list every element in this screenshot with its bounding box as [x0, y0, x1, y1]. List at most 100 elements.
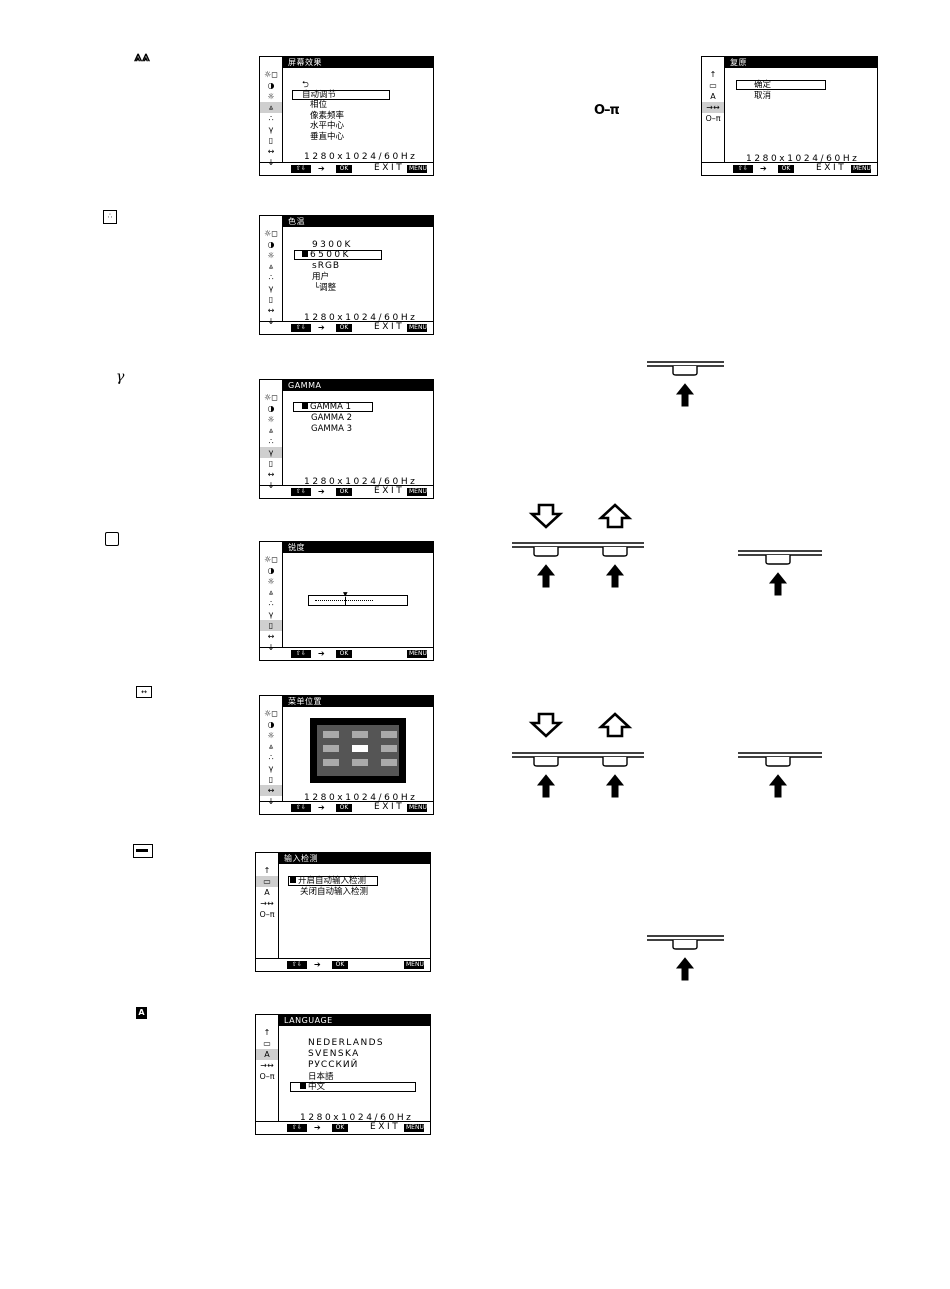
- color-temp-icon[interactable]: ∴: [268, 114, 274, 123]
- menu-item-japanese[interactable]: 日本語: [308, 1072, 334, 1082]
- brightness-icon[interactable]: ☼◻: [264, 229, 278, 238]
- nav-keys-button[interactable]: ⇧⇩: [291, 650, 311, 658]
- language-icon[interactable]: A: [256, 1049, 278, 1060]
- ok-button[interactable]: OK: [778, 165, 794, 173]
- menu-button[interactable]: MENU: [407, 488, 427, 496]
- sharpness-icon[interactable]: ▯: [268, 459, 274, 468]
- scroll-up-icon[interactable]: ↑: [263, 1028, 271, 1037]
- lock-icon[interactable]: O–π: [259, 910, 275, 919]
- screen-effect-icon[interactable]: ⩓: [268, 426, 274, 435]
- sharpness-icon[interactable]: ▯: [268, 136, 274, 145]
- menu-item-nederlands[interactable]: NEDERLANDS: [308, 1038, 385, 1048]
- gamma-icon[interactable]: γ: [268, 610, 274, 619]
- gamma-icon[interactable]: γ: [260, 447, 282, 458]
- menu-item-user[interactable]: 用户: [312, 272, 330, 282]
- brightness-icon[interactable]: ☼◻: [264, 555, 278, 564]
- reset-icon[interactable]: →↔: [260, 1061, 274, 1070]
- menu-item-chinese[interactable]: 中文: [300, 1082, 325, 1092]
- input-detect-icon[interactable]: ▭: [256, 876, 278, 887]
- color-temp-icon[interactable]: ∴: [268, 273, 274, 282]
- menu-item-auto-adjust[interactable]: 自动调节: [302, 90, 337, 100]
- menu-item-auto-input-off[interactable]: 关闭自动输入检测: [300, 887, 369, 897]
- menu-position-icon[interactable]: ↔: [260, 785, 282, 796]
- scroll-up-icon[interactable]: ↑: [709, 70, 717, 79]
- menu-item-adjust[interactable]: └调整: [314, 283, 337, 293]
- position-cell[interactable]: [323, 745, 339, 752]
- gamma-icon[interactable]: γ: [268, 764, 274, 773]
- ok-button[interactable]: OK: [336, 488, 352, 496]
- contrast-icon[interactable]: ◑: [267, 81, 275, 90]
- nav-keys-button[interactable]: ⇧⇩: [291, 324, 311, 332]
- menu-button[interactable]: MENU: [407, 324, 427, 332]
- brightness-icon[interactable]: ☼◻: [264, 709, 278, 718]
- sharpness-slider[interactable]: ▼: [308, 591, 408, 606]
- menu-position-icon[interactable]: ↔: [267, 306, 275, 315]
- backlight-icon[interactable]: ☼: [267, 415, 275, 424]
- menu-item-phase[interactable]: 相位: [310, 100, 328, 110]
- contrast-icon[interactable]: ◑: [267, 240, 275, 249]
- menu-button[interactable]: MENU: [407, 165, 427, 173]
- contrast-icon[interactable]: ◑: [267, 720, 275, 729]
- screen-effect-icon[interactable]: ⩓: [268, 742, 274, 751]
- backlight-icon[interactable]: ☼: [267, 251, 275, 260]
- menu-item-gamma2[interactable]: GAMMA 2: [311, 413, 352, 423]
- position-grid[interactable]: [310, 718, 406, 783]
- position-cell-selected[interactable]: [352, 745, 368, 752]
- menu-item-9300k[interactable]: 9300K: [312, 240, 353, 250]
- menu-position-icon[interactable]: ↔: [267, 632, 275, 641]
- position-cell[interactable]: [381, 731, 397, 738]
- language-icon[interactable]: A: [264, 888, 270, 897]
- ok-button[interactable]: OK: [336, 650, 352, 658]
- language-icon[interactable]: A: [710, 92, 716, 101]
- ok-button[interactable]: OK: [332, 1124, 348, 1132]
- menu-position-icon[interactable]: ↔: [267, 147, 275, 156]
- nav-keys-button[interactable]: ⇧⇩: [291, 804, 311, 812]
- position-cell[interactable]: [323, 731, 339, 738]
- menu-item-v-center[interactable]: 垂直中心: [310, 132, 345, 142]
- nav-keys-button[interactable]: ⇧⇩: [291, 165, 311, 173]
- backlight-icon[interactable]: ☼: [267, 577, 275, 586]
- brightness-icon[interactable]: ☼◻: [264, 393, 278, 402]
- nav-keys-button[interactable]: ⇧⇩: [287, 961, 307, 969]
- ok-button[interactable]: OK: [336, 324, 352, 332]
- ok-button[interactable]: OK: [332, 961, 348, 969]
- menu-item-srgb[interactable]: sRGB: [312, 261, 341, 271]
- menu-item-cancel[interactable]: 取消: [754, 91, 772, 101]
- menu-button[interactable]: MENU: [407, 804, 427, 812]
- menu-item-russian[interactable]: РУССКИЙ: [308, 1060, 359, 1070]
- color-temp-icon[interactable]: ∴: [268, 753, 274, 762]
- menu-button[interactable]: MENU: [407, 650, 427, 658]
- menu-button[interactable]: MENU: [404, 961, 424, 969]
- menu-item-6500k[interactable]: 6500K: [302, 250, 351, 260]
- menu-item-gamma1[interactable]: GAMMA 1: [302, 402, 351, 412]
- backlight-icon[interactable]: ☼: [267, 731, 275, 740]
- lock-icon[interactable]: O–π: [705, 114, 721, 123]
- lock-icon[interactable]: O–π: [259, 1072, 275, 1081]
- menu-position-icon[interactable]: ↔: [267, 470, 275, 479]
- menu-item-gamma3[interactable]: GAMMA 3: [311, 424, 352, 434]
- menu-item-confirm[interactable]: 确定: [754, 80, 772, 90]
- screen-effect-icon[interactable]: ⩓: [260, 102, 282, 113]
- screen-effect-icon[interactable]: ⩓: [268, 262, 274, 271]
- nav-keys-button[interactable]: ⇧⇩: [733, 165, 753, 173]
- nav-keys-button[interactable]: ⇧⇩: [287, 1124, 307, 1132]
- brightness-icon[interactable]: ☼◻: [264, 70, 278, 79]
- position-cell[interactable]: [352, 759, 368, 766]
- sharpness-icon[interactable]: ▯: [268, 775, 274, 784]
- menu-button[interactable]: MENU: [404, 1124, 424, 1132]
- gamma-icon[interactable]: γ: [268, 284, 274, 293]
- scroll-up-icon[interactable]: ↑: [263, 866, 271, 875]
- position-cell[interactable]: [381, 745, 397, 752]
- menu-item-auto-input-on[interactable]: 开启自动输入检测: [290, 876, 366, 886]
- menu-item-svenska[interactable]: SVENSKA: [308, 1049, 360, 1059]
- color-temp-icon[interactable]: ∴: [268, 599, 274, 608]
- menu-item-pixel-freq[interactable]: 像素频率: [310, 111, 345, 121]
- ok-button[interactable]: OK: [336, 804, 352, 812]
- reset-icon[interactable]: →↔: [702, 102, 724, 113]
- color-temp-icon[interactable]: ∴: [268, 437, 274, 446]
- input-detect-icon[interactable]: ▭: [263, 1039, 271, 1048]
- sharpness-icon[interactable]: ▯: [268, 295, 274, 304]
- reset-icon[interactable]: →↔: [260, 899, 274, 908]
- backlight-icon[interactable]: ☼: [267, 92, 275, 101]
- menu-item-h-center[interactable]: 水平中心: [310, 121, 345, 131]
